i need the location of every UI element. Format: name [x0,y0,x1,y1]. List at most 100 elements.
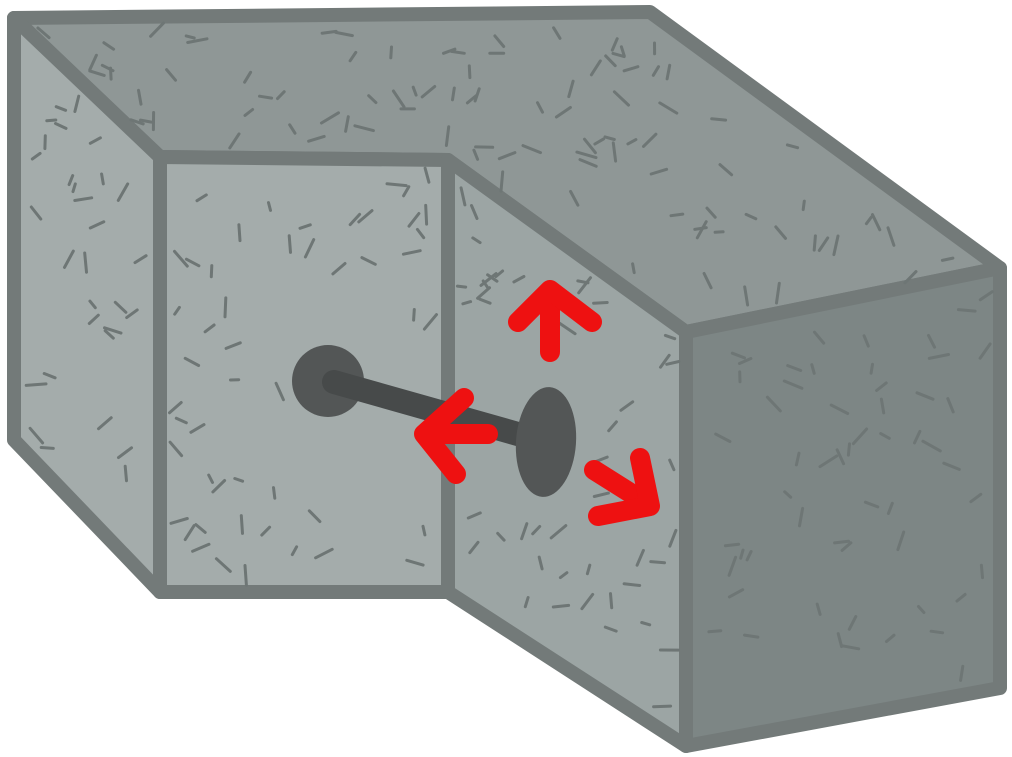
texture-speck [593,137,606,146]
texture-speck [668,458,676,472]
texture-speck [331,262,347,276]
texture-speck [133,254,148,265]
texture-speck [183,356,201,367]
texture-speck [267,201,272,212]
texture-speck [817,236,830,252]
texture-speck [24,382,48,387]
texture-speck [385,182,408,188]
texture-speck [810,363,816,375]
texture-speck [466,511,482,520]
texture-speck [320,111,340,125]
texture-speck [168,401,183,415]
texture-speck [642,132,658,148]
texture-speck [422,313,438,331]
texture-speck [851,427,869,446]
texture-speck [611,141,618,163]
texture-speck [765,395,782,413]
texture-speck [835,448,846,466]
texture-speck [836,632,844,649]
texture-speck [927,333,936,349]
texture-speck [420,85,437,99]
texture-speck [100,63,115,73]
texture-speck [864,215,873,226]
texture-speck [97,416,113,431]
texture-speck [896,530,906,552]
texture-speck [979,563,984,580]
texture-speck [367,94,378,105]
texture-speck [815,602,822,616]
texture-speck [214,557,232,573]
texture-speck [798,506,805,528]
texture-speck [913,429,922,445]
texture-speck [184,34,196,40]
texture-speck [360,256,377,266]
texture-speck [537,555,544,571]
texture-speck [243,108,255,117]
texture-speck [840,644,861,651]
texture-speck [663,333,677,341]
texture-speck [833,539,851,545]
texture-speck [786,364,803,372]
texture-speck [272,486,277,500]
texture-speck [472,148,480,161]
texture-speck [405,558,425,567]
texture-speck [123,464,128,483]
texture-speck [391,89,406,109]
texture-speck [665,360,681,366]
texture-speck [619,400,635,412]
texture-speck [174,416,188,425]
texture-speck [287,234,292,254]
texture-speck [63,249,75,269]
texture-speck [611,51,626,59]
texture-speck [652,704,673,709]
texture-speck [718,163,734,177]
texture-speck [607,420,618,433]
texture-speck [203,323,216,334]
texture-speck [801,199,806,212]
texture-speck [442,47,457,55]
texture-speck [969,492,983,504]
texture-speck [137,88,143,106]
texture-speck [775,281,781,305]
texture-speck [87,313,100,325]
texture-speck [116,182,130,202]
texture-speck [710,117,728,122]
texture-speck [863,500,880,509]
texture-speck [558,571,569,580]
texture-speck [612,90,630,107]
texture-speck [102,41,116,51]
texture-speck [307,134,326,143]
texture-speck [665,63,672,81]
texture-speck [978,342,992,360]
texture-speck [486,273,499,283]
texture-speck [298,223,312,230]
texture-speck [88,220,106,230]
texture-speck [929,629,945,635]
texture-speck [100,172,105,186]
texture-speck [592,491,610,498]
texture-speck [609,592,614,610]
texture-speck [36,26,51,40]
texture-speck [743,633,760,639]
texture-speck [224,341,242,350]
texture-speck [211,479,227,494]
texture-speck [348,50,358,63]
texture-speck [832,234,840,257]
texture-speck [113,300,128,314]
texture-speck [707,629,723,634]
texture-speck [531,525,542,536]
texture-speck [499,170,505,193]
texture-speck [959,664,965,682]
texture-speck [320,29,338,35]
texture-speck [871,213,882,232]
texture-speck [357,209,374,224]
texture-speck [622,65,640,73]
texture-speck [184,257,201,268]
texture-speck [449,49,466,55]
texture-speck [869,362,874,375]
texture-speck [173,305,181,316]
texture-speck [744,212,758,221]
texture-speck [592,301,609,305]
texture-speck [927,353,950,360]
